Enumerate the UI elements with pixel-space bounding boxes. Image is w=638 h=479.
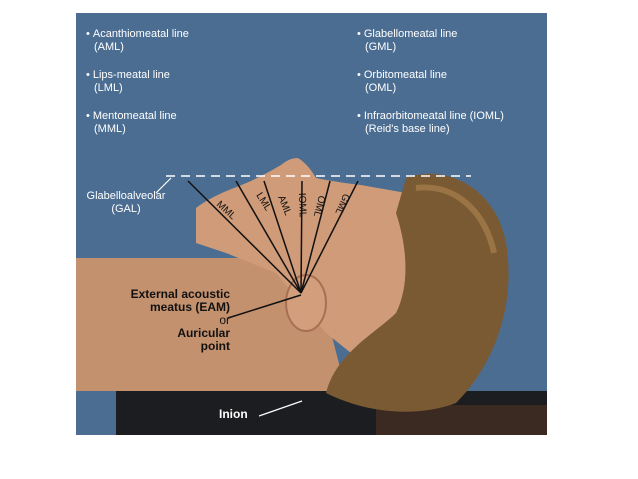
bullet: • xyxy=(357,69,361,81)
ray-mml xyxy=(187,180,302,294)
legend-item-lml: •Lips-meatal line (LML) xyxy=(86,69,170,95)
eam-label: External acoustic meatus (EAM) or Auricu… xyxy=(100,288,230,353)
legend-item-ioml: •Infraorbitomeatal line (IOML) (Reid's b… xyxy=(357,110,504,136)
legend-abbr: (Reid's base line) xyxy=(365,123,450,135)
eam-label-line4: Auricular xyxy=(177,326,230,340)
inion-label: Inion xyxy=(219,407,248,421)
gal-label-line1: Glabelloalveolar xyxy=(86,190,166,202)
legend-abbr: (MML) xyxy=(94,123,126,135)
ray-lines xyxy=(187,180,359,294)
legend-name: Infraorbitomeatal line (IOML) xyxy=(363,110,504,122)
bullet: • xyxy=(86,110,90,122)
gal-label: Glabelloalveolar (GAL) xyxy=(80,190,172,216)
bullet: • xyxy=(357,110,361,122)
ray-label-ioml: IOML xyxy=(296,193,308,218)
ray-lml xyxy=(235,180,302,294)
ray-oml xyxy=(300,180,331,294)
legend-item-oml: •Orbitomeatal line (OML) xyxy=(357,69,447,95)
legend-abbr: (OML) xyxy=(365,82,397,94)
neck xyxy=(76,258,346,391)
ray-aml xyxy=(263,180,302,294)
eam-label-line1: External acoustic xyxy=(130,287,230,301)
legend-name: Lips-meatal line xyxy=(92,69,170,81)
anatomy-photo: MML LML AML IOML OML GML xyxy=(76,13,547,435)
legend-name: Orbitomeatal line xyxy=(363,69,448,81)
bullet: • xyxy=(357,28,361,40)
legend-name: Mentomeatal line xyxy=(92,110,177,122)
hair-highlight xyxy=(415,184,497,254)
legend-abbr: (LML) xyxy=(94,82,123,94)
eam-label-line5: point xyxy=(200,339,230,353)
legend-abbr: (GML) xyxy=(365,41,397,53)
gal-label-line2: (GAL) xyxy=(111,203,141,215)
legend-abbr: (AML) xyxy=(94,41,124,53)
ray-gml xyxy=(300,180,359,294)
legend-name: Glabellomeatal line xyxy=(363,28,458,40)
legend-name: Acanthiomeatal line xyxy=(92,28,189,40)
legend-item-aml: •Acanthiomeatal line (AML) xyxy=(86,28,189,54)
legend-item-gml: •Glabellomeatal line (GML) xyxy=(357,28,457,54)
eam-pointer xyxy=(227,294,302,319)
gal-pointer xyxy=(155,177,172,194)
eam-label-line2: meatus (EAM) xyxy=(149,300,230,314)
ray-label-oml: OML xyxy=(311,194,327,218)
hair xyxy=(326,173,509,412)
bullet: • xyxy=(86,28,90,40)
legend-item-mml: •Mentomeatal line (MML) xyxy=(86,110,177,136)
eam-label-or: or xyxy=(219,313,230,327)
ray-ioml xyxy=(300,180,303,294)
inion-pointer xyxy=(258,400,303,417)
bullet: • xyxy=(86,69,90,81)
